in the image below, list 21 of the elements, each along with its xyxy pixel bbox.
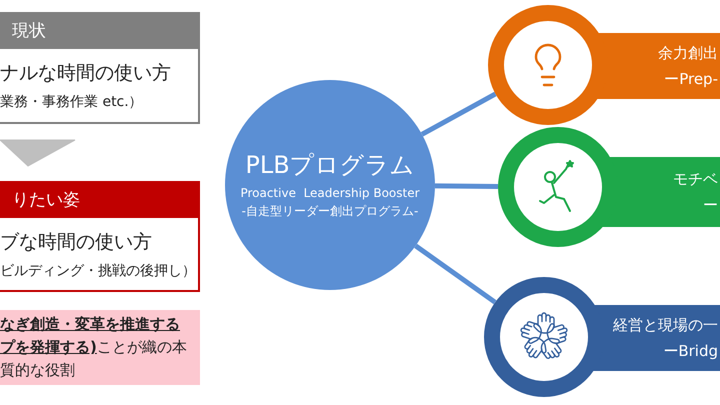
banner-subtitle: ー	[703, 195, 718, 216]
role-note-text: なぎ創造・変革を推進するプを発揮する)ことが織の本質的な役割	[0, 314, 188, 381]
card-header: りたい姿	[0, 183, 198, 218]
status-card	[0, 12, 200, 124]
status-card	[0, 181, 200, 292]
card-header: 現状	[0, 14, 198, 49]
program-tagline: -自走型リーダー創出プログラム-	[242, 203, 418, 220]
role-note-panel	[0, 310, 200, 385]
down-chevron-arrow	[0, 140, 76, 167]
banner-subtitle: ーPrep-	[664, 69, 718, 90]
banner-title: 経営と現場の一	[613, 315, 718, 336]
card-heading: ナルな時間の使い方	[0, 61, 171, 86]
card-note: ビルディング・挑戦の後押し）	[0, 262, 196, 280]
card-heading: ブな時間の使い方	[0, 230, 152, 255]
program-title: PLBプログラム	[245, 150, 415, 180]
connector-line	[434, 183, 498, 189]
banner-subtitle: ーBridg	[663, 341, 718, 362]
banner-title: モチベ	[673, 169, 718, 190]
card-note: 業務・事務作業 etc.）	[0, 92, 143, 112]
program-subtitle: Proactive Leadership Booster	[240, 185, 420, 202]
banner-title: 余力創出	[658, 43, 718, 64]
